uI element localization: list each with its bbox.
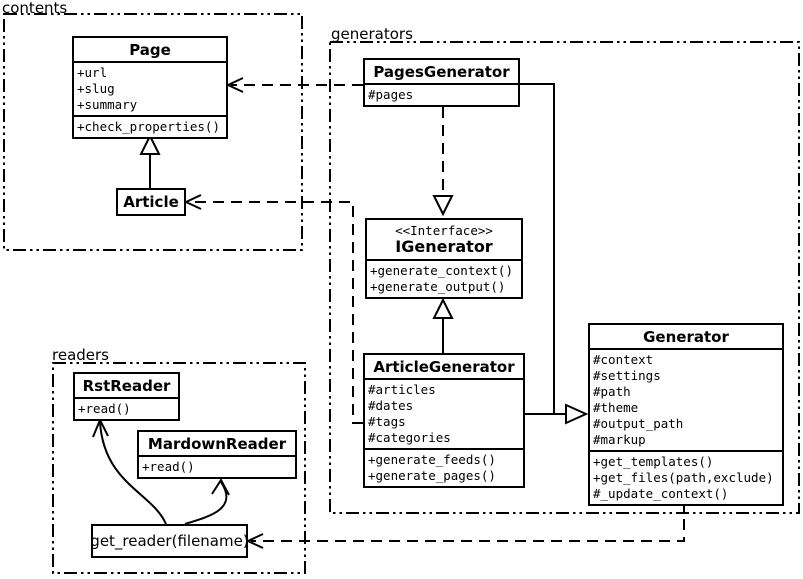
generators-package-border bbox=[329, 41, 800, 514]
method: +generate_context() bbox=[370, 263, 513, 278]
contents-package-label: contents bbox=[2, 0, 68, 17]
class-page: Page +url +slug +summary +check_properti… bbox=[72, 36, 228, 139]
class-generator-methods: +get_templates() +get_files(path,exclude… bbox=[590, 450, 782, 504]
class-article-name: Article bbox=[123, 193, 179, 211]
attribute: +summary bbox=[77, 97, 138, 112]
attribute: #tags bbox=[368, 414, 406, 429]
class-page-name: Page bbox=[129, 41, 171, 59]
interface-igenerator-methods: +generate_context() +generate_output() bbox=[367, 259, 521, 297]
method: +read() bbox=[78, 401, 131, 416]
class-rstreader-methods: +read() bbox=[75, 397, 178, 419]
get-reader-label: get_reader(filename) bbox=[90, 532, 249, 550]
inheritance-arrow-article-to-page bbox=[139, 133, 161, 188]
class-pagesgenerator-name: PagesGenerator bbox=[373, 63, 510, 81]
attribute: #markup bbox=[593, 432, 646, 447]
attribute: +url bbox=[77, 65, 108, 80]
contents-package-border bbox=[3, 13, 303, 251]
method: +generate_output() bbox=[370, 279, 506, 294]
method: +get_files(path,exclude) bbox=[593, 470, 774, 485]
class-rstreader: RstReader +read() bbox=[73, 372, 180, 421]
class-generator: Generator #context #settings #path #them… bbox=[588, 323, 784, 506]
inheritance-arrow-articlegenerator-to-igenerator bbox=[432, 297, 454, 353]
attribute: #articles bbox=[368, 382, 436, 397]
attribute: #theme bbox=[593, 400, 639, 415]
class-articlegenerator-name: ArticleGenerator bbox=[373, 358, 515, 376]
class-mardownreader: MardownReader +read() bbox=[137, 430, 297, 479]
class-generator-name: Generator bbox=[643, 328, 729, 346]
attribute: #path bbox=[593, 384, 631, 399]
class-page-methods: +check_properties() bbox=[74, 115, 226, 137]
attribute: +slug bbox=[77, 81, 115, 96]
class-article: Article bbox=[116, 188, 186, 216]
generators-package-label: generators bbox=[331, 25, 413, 43]
inheritance-arrow-to-generator bbox=[520, 83, 589, 425]
readers-package-border bbox=[52, 362, 306, 574]
class-generator-attributes: #context #settings #path #theme #output_… bbox=[590, 348, 782, 450]
class-articlegenerator-attributes: #articles #dates #tags #categories bbox=[365, 378, 523, 448]
class-articlegenerator-methods: +generate_feeds() +generate_pages() bbox=[365, 448, 523, 486]
class-mardownreader-methods: +read() bbox=[139, 455, 295, 477]
class-pagesgenerator-attributes: #pages bbox=[365, 83, 518, 105]
dependency-arrow-generator-to-get-reader bbox=[245, 501, 685, 549]
class-rstreader-name: RstReader bbox=[82, 377, 171, 395]
method: #_update_context() bbox=[593, 486, 729, 501]
method: +check_properties() bbox=[77, 119, 220, 134]
arrow-get-reader-to-mardownreader bbox=[184, 478, 230, 525]
interface-igenerator-header: <<Interface>> IGenerator bbox=[367, 220, 521, 259]
method: +read() bbox=[142, 459, 195, 474]
dependency-arrow-pagesgenerator-to-page bbox=[225, 77, 363, 93]
interface-igenerator: <<Interface>> IGenerator +generate_conte… bbox=[365, 218, 523, 299]
interface-stereotype: <<Interface>> bbox=[395, 223, 493, 238]
dependency-arrow-articlegenerator-to-article bbox=[183, 194, 363, 424]
class-articlegenerator: ArticleGenerator #articles #dates #tags … bbox=[363, 353, 525, 488]
method: +get_templates() bbox=[593, 454, 714, 469]
class-page-attributes: +url +slug +summary bbox=[74, 61, 226, 115]
readers-package-label: readers bbox=[52, 346, 109, 364]
attribute: #settings bbox=[593, 368, 661, 383]
attribute: #pages bbox=[368, 87, 414, 102]
attribute: #dates bbox=[368, 398, 414, 413]
get-reader-node: get_reader(filename) bbox=[90, 524, 249, 558]
attribute: #output_path bbox=[593, 416, 684, 431]
realization-arrow-pagesgenerator-to-igenerator bbox=[432, 107, 454, 217]
class-pagesgenerator: PagesGenerator #pages bbox=[363, 58, 520, 107]
method: +generate_pages() bbox=[368, 468, 496, 483]
class-mardownreader-name: MardownReader bbox=[147, 435, 287, 453]
method: +generate_feeds() bbox=[368, 452, 496, 467]
interface-igenerator-name: IGenerator bbox=[395, 237, 493, 256]
attribute: #context bbox=[593, 352, 654, 367]
attribute: #categories bbox=[368, 430, 451, 445]
